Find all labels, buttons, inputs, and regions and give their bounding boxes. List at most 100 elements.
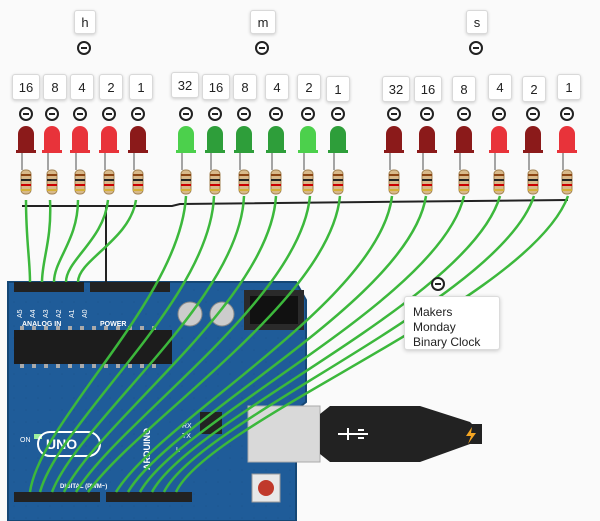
note-line: Makers Monday [413, 305, 456, 334]
resistor-band [389, 174, 399, 176]
resistor-band [75, 174, 85, 176]
led[interactable] [525, 126, 541, 150]
led[interactable] [236, 126, 252, 150]
resistor-band [528, 184, 538, 186]
resistor-band [303, 179, 313, 181]
second-bit-label: 4 [488, 74, 512, 100]
signal-wires [24, 195, 570, 493]
resistor-band [21, 174, 31, 176]
hour-bit-label: 8 [43, 74, 67, 100]
digital-header-high [106, 492, 192, 502]
led-remove-button[interactable] [457, 107, 471, 121]
led-remove-button[interactable] [179, 107, 193, 121]
pin-label: A2 [56, 309, 63, 318]
minute-bit-label: 4 [265, 74, 289, 100]
resistor-band [239, 174, 249, 176]
digital-header-low [14, 492, 100, 502]
led-remove-button[interactable] [237, 107, 251, 121]
resistor-band [271, 189, 281, 191]
led-remove-button[interactable] [526, 107, 540, 121]
brand-text: ARDUINO [142, 428, 152, 470]
led-base [234, 150, 254, 153]
led[interactable] [268, 126, 284, 150]
led[interactable] [178, 126, 194, 150]
resistor-band [389, 179, 399, 181]
resistor-band [47, 179, 57, 181]
led[interactable] [456, 126, 472, 150]
resistor-band [104, 174, 114, 176]
reset-button[interactable] [258, 480, 274, 496]
resistor-band [75, 189, 85, 191]
led[interactable] [419, 126, 435, 150]
hour-bit-label: 16 [12, 74, 40, 100]
resistor-band [210, 189, 220, 191]
led-remove-button[interactable] [387, 107, 401, 121]
led-base [70, 150, 90, 153]
resistor-band [133, 189, 143, 191]
arduino-board[interactable] [7, 281, 482, 521]
resistor-band [422, 174, 432, 176]
resistor-band [494, 189, 504, 191]
hour-bit-label: 1 [129, 74, 153, 100]
resistor-band [181, 189, 191, 191]
capacitor [209, 301, 235, 327]
led[interactable] [559, 126, 575, 150]
minute-bit-label: 8 [233, 74, 257, 100]
led[interactable] [72, 126, 88, 150]
led[interactable] [130, 126, 146, 150]
led-remove-button[interactable] [492, 107, 506, 121]
resistor-band [303, 174, 313, 176]
resistor-band [133, 184, 143, 186]
resistor-band [210, 174, 220, 176]
resistor-band [459, 174, 469, 176]
digital-label: DIGITAL (PWM~) [60, 484, 107, 490]
led[interactable] [300, 126, 316, 150]
led-remove-button[interactable] [45, 107, 59, 121]
resistor-band [47, 174, 57, 176]
led-base [176, 150, 196, 153]
pin-label: A1 [69, 309, 76, 318]
uno-text: UNO [46, 436, 77, 452]
led-base [298, 150, 318, 153]
led-remove-button[interactable] [560, 107, 574, 121]
collapse-seconds-button[interactable] [469, 41, 483, 55]
resistor-band [562, 184, 572, 186]
analog-header [14, 282, 84, 292]
resistor-band [21, 189, 31, 191]
usb-cable-plug [320, 406, 480, 462]
led[interactable] [330, 126, 346, 150]
collapse-minutes-button[interactable] [255, 41, 269, 55]
collapse-note-button[interactable] [431, 277, 445, 291]
resistor-band [21, 184, 31, 186]
resistor-band [528, 174, 538, 176]
led[interactable] [101, 126, 117, 150]
resistor-band [422, 189, 432, 191]
led[interactable] [491, 126, 507, 150]
led[interactable] [44, 126, 60, 150]
led-base [128, 150, 148, 153]
led-remove-button[interactable] [269, 107, 283, 121]
project-note[interactable]: Makers Monday Binary Clock [404, 296, 500, 350]
led-remove-button[interactable] [19, 107, 33, 121]
led-remove-button[interactable] [131, 107, 145, 121]
resistor-band [333, 179, 343, 181]
led[interactable] [207, 126, 223, 150]
resistor-band [494, 174, 504, 176]
resistor-band [133, 179, 143, 181]
led-remove-button[interactable] [73, 107, 87, 121]
resistor-band [47, 189, 57, 191]
led-remove-button[interactable] [102, 107, 116, 121]
led-remove-button[interactable] [301, 107, 315, 121]
power-header [90, 282, 170, 292]
resistor-band [239, 189, 249, 191]
led-remove-button[interactable] [331, 107, 345, 121]
led-base [99, 150, 119, 153]
pin-label: A4 [30, 309, 37, 318]
led-remove-button[interactable] [208, 107, 222, 121]
resistor-band [181, 184, 191, 186]
led[interactable] [386, 126, 402, 150]
led-remove-button[interactable] [420, 107, 434, 121]
hour-bit-label: 2 [99, 74, 123, 100]
led[interactable] [18, 126, 34, 150]
collapse-hours-button[interactable] [77, 41, 91, 55]
